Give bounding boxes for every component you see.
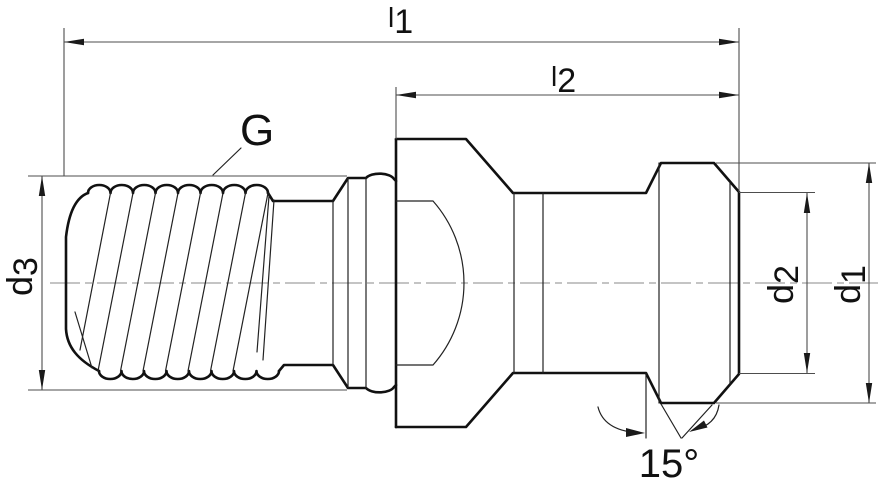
label-thread-g: G	[240, 106, 274, 155]
label-angle-15: 15°	[639, 442, 700, 478]
dimension-d2	[739, 191, 815, 375]
label-l1: l1	[388, 2, 413, 41]
body-outline	[394, 137, 741, 429]
dimension-l1	[63, 28, 740, 192]
part-outline	[64, 137, 741, 429]
dimension-l2	[395, 87, 739, 139]
svg-text:d1: d1	[827, 265, 873, 304]
feature-edge-lines	[332, 162, 731, 404]
dimension-d1	[716, 162, 876, 404]
neck-profile-bottom	[277, 363, 398, 394]
neck-profile-top	[266, 172, 398, 203]
thread-end-cap	[64, 191, 101, 373]
label-d2: d2	[760, 265, 806, 304]
label-d1: d1	[827, 265, 873, 304]
thread-flank-lines	[74, 192, 275, 372]
gripper-groove-arc	[395, 200, 465, 366]
svg-text:d2: d2	[760, 265, 806, 304]
label-l2: l2	[551, 61, 576, 100]
thread-crest-top	[86, 183, 270, 195]
dimension-d3	[28, 175, 347, 391]
svg-text:d3: d3	[0, 257, 45, 296]
thread-leader	[212, 147, 242, 176]
angle-callout	[597, 372, 720, 439]
thread-crest-bottom	[97, 369, 281, 381]
label-d3: d3	[0, 257, 45, 296]
